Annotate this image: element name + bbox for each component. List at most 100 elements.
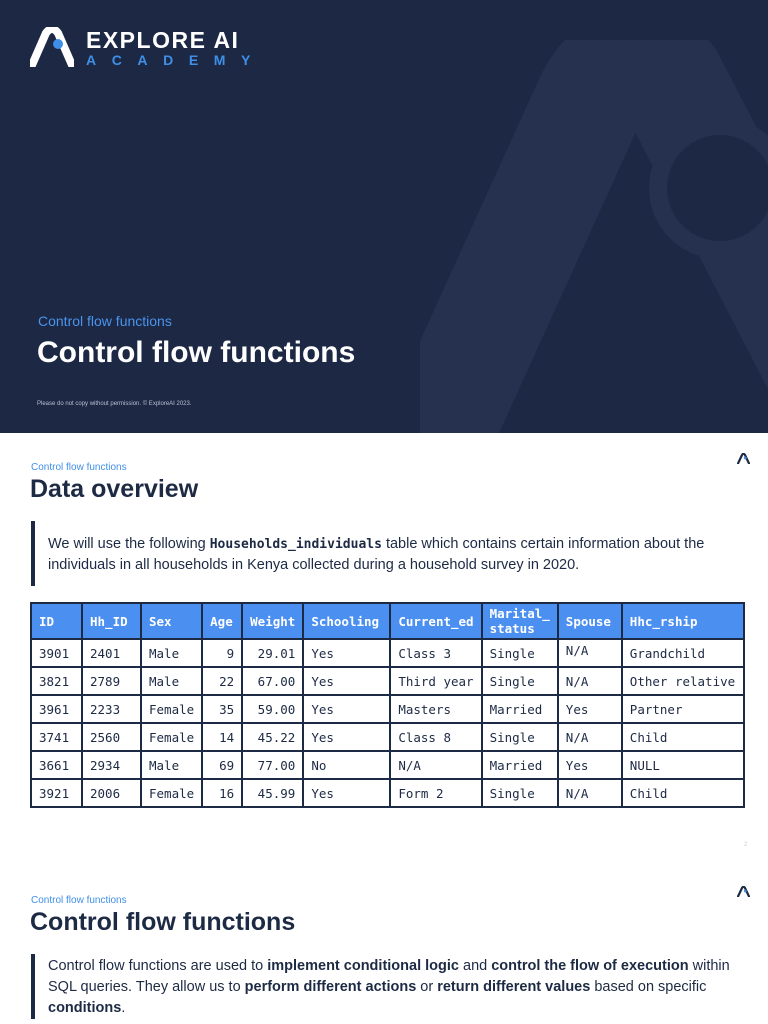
table-cell: 77.00 [241, 750, 305, 780]
column-header: ID [30, 602, 83, 640]
table-cell: 16 [201, 778, 244, 808]
table-cell: N/A [556, 666, 623, 696]
table-cell: Female [139, 694, 204, 724]
column-header: Hhc_rship [620, 602, 745, 640]
table-cell: N/A [556, 778, 623, 808]
brand-watermark-icon [420, 40, 768, 433]
table-cell: Other relative [620, 666, 745, 696]
table-cell: Masters [389, 694, 483, 724]
table-cell: 3921 [30, 778, 83, 808]
logo-wordmark: EXPLORE AI [86, 27, 240, 53]
copyright-notice: Please do not copy without permission. ©… [37, 401, 192, 407]
table-cell: 45.22 [241, 722, 305, 752]
column-header: Hh_ID [81, 602, 142, 640]
table-cell: 3661 [30, 750, 83, 780]
table-cell: 2006 [81, 778, 142, 808]
definition-callout: Control flow functions are used to imple… [31, 954, 741, 1019]
table-cell: Partner [620, 694, 745, 724]
table-cell: Single [480, 722, 559, 752]
table-cell: Yes [302, 694, 392, 724]
explore-ai-corner-icon [737, 886, 750, 897]
table-cell: Yes [556, 750, 623, 780]
column-header: Sex [139, 602, 204, 640]
table-cell: 22 [201, 666, 244, 696]
table-cell: Child [620, 722, 745, 752]
intro-text-after: table which contains certain information… [48, 536, 705, 573]
table-cell: Male [139, 638, 204, 668]
column-header: Spouse [556, 602, 623, 640]
definition-text: . [121, 1000, 126, 1016]
table-cell: Yes [302, 778, 392, 808]
table-cell: Female [139, 722, 204, 752]
table-cell: Child [620, 778, 745, 808]
table-cell: 14 [201, 722, 244, 752]
table-cell: N/A [389, 750, 483, 780]
column-header: Current_ed [389, 602, 483, 640]
table-cell: 2560 [81, 722, 142, 752]
table-cell: Married [480, 750, 559, 780]
cover-slide: EXPLORE AI ACADEMY Control flow function… [0, 0, 768, 433]
explore-ai-logo-icon [30, 27, 74, 67]
table-cell: Yes [556, 694, 623, 724]
table-cell: 2934 [81, 750, 142, 780]
table-cell: Married [480, 694, 559, 724]
definition-emphasis: perform different actions [244, 979, 417, 995]
table-cell: Male [139, 666, 204, 696]
explore-ai-logo: EXPLORE AI ACADEMY [30, 27, 266, 67]
table-cell: Yes [302, 666, 392, 696]
definition-emphasis: conditions [48, 1000, 122, 1016]
table-cell: Yes [302, 722, 392, 752]
table-cell: Class 3 [389, 638, 483, 668]
table-cell: 45.99 [241, 778, 305, 808]
cover-title: Control flow functions [37, 336, 356, 369]
column-header: Age [201, 602, 244, 640]
table-cell: N/A [556, 638, 623, 668]
definition-text: and [458, 958, 492, 974]
table-cell: 35 [201, 694, 244, 724]
column-header: Marital_status [480, 602, 559, 640]
table-header-row: ID Hh_ID Sex Age Weight Schooling Curren… [30, 602, 745, 640]
table-cell: Female [139, 778, 204, 808]
definition-emphasis: return different values [437, 979, 591, 995]
table-cell: 3821 [30, 666, 83, 696]
table-name: Households_individuals [209, 537, 382, 552]
table-cell: Class 8 [389, 722, 483, 752]
table-cell: 3961 [30, 694, 83, 724]
households-individuals-table: ID Hh_ID Sex Age Weight Schooling Curren… [30, 602, 745, 808]
data-overview-slide: Control flow functions Data overview We … [0, 433, 768, 853]
column-header: Weight [241, 602, 305, 640]
table-cell: Single [480, 778, 559, 808]
definition-text: based on specific [590, 979, 707, 995]
table-cell: Third year [389, 666, 483, 696]
table-cell: 59.00 [241, 694, 305, 724]
definition-emphasis: implement conditional logic [267, 958, 459, 974]
slide-kicker: Control flow functions [31, 895, 127, 906]
intro-callout: We will use the following Households_ind… [31, 521, 741, 586]
logo-subtitle: ACADEMY [86, 52, 266, 68]
table-cell: 2789 [81, 666, 142, 696]
table-cell: 2233 [81, 694, 142, 724]
definition-emphasis: control the flow of execution [491, 958, 689, 974]
table-cell: Single [480, 638, 559, 668]
table-cell: 3901 [30, 638, 83, 668]
table-cell: Single [480, 666, 559, 696]
table-cell: Yes [302, 638, 392, 668]
table-cell: N/A [556, 722, 623, 752]
table-cell: 69 [201, 750, 244, 780]
table-cell: Form 2 [389, 778, 483, 808]
table-cell: No [302, 750, 392, 780]
intro-text-before: We will use the following [48, 536, 210, 552]
table-cell: 67.00 [241, 666, 305, 696]
page-number: 2 [744, 842, 748, 848]
explore-ai-corner-icon [737, 453, 750, 464]
definition-text: within SQL queries. They allow us to [48, 958, 730, 995]
table-cell: Male [139, 750, 204, 780]
control-flow-slide: Control flow functions Control flow func… [0, 866, 768, 1024]
table-cell: 29.01 [241, 638, 305, 668]
table-cell: 3741 [30, 722, 83, 752]
slide-title: Data overview [30, 475, 199, 503]
